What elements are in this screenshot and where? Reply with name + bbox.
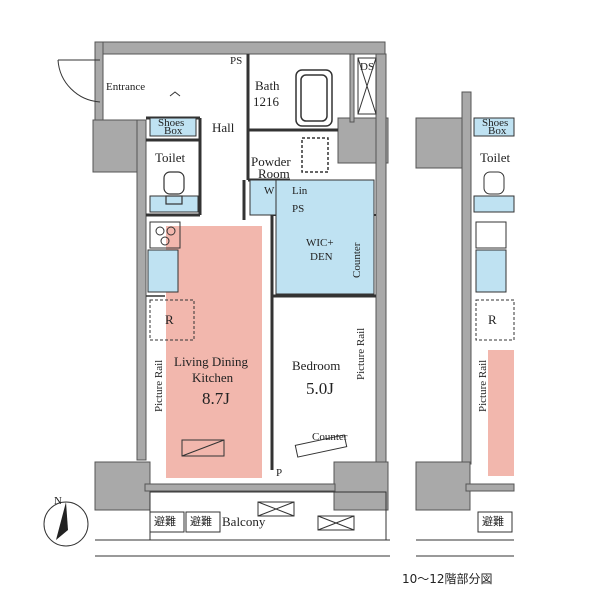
refrigerator xyxy=(149,299,195,341)
right-picture-rail-label: Picture Rail xyxy=(477,360,489,412)
r-bottom-column xyxy=(415,461,471,511)
fire-escape-label-1: 避難 xyxy=(154,514,176,528)
right-r-label: R xyxy=(488,312,497,327)
ps-mid-label: PS xyxy=(292,203,304,215)
r-left-wall xyxy=(461,91,472,465)
lin-label: Lin xyxy=(292,185,308,197)
balcony xyxy=(95,491,514,557)
right-fire-label: 避難 xyxy=(482,514,504,528)
bedroom-counter xyxy=(294,434,348,458)
bath-label: Bath xyxy=(255,78,280,93)
right-bottom-column xyxy=(333,461,389,511)
hall-label: Hall xyxy=(212,120,235,135)
bedroom-size-label: 5.0J xyxy=(306,379,334,398)
ds-label: DS xyxy=(360,61,374,73)
right-wall xyxy=(375,53,387,465)
north-label: N xyxy=(54,495,62,507)
bedroom-label: Bedroom xyxy=(292,358,340,373)
ds-shaft xyxy=(357,57,377,115)
stove xyxy=(149,221,181,249)
shoes-box-area xyxy=(149,117,197,137)
ps-top-label: PS xyxy=(230,55,242,67)
p-label: P xyxy=(276,467,282,479)
bath-unit xyxy=(295,69,333,173)
wet-areas xyxy=(147,117,375,295)
toilet-fixture xyxy=(163,171,185,205)
left-bottom-column xyxy=(94,461,151,511)
refrigerator-label: R xyxy=(165,312,174,327)
picture-rail-ldk-label: Picture Rail xyxy=(153,360,165,412)
picture-rail-bed-label: Picture Rail xyxy=(355,328,367,380)
ldk-size-label: 8.7J xyxy=(202,389,230,408)
entrance-label: Entrance xyxy=(106,81,145,93)
balcony-label: Balcony xyxy=(222,514,266,529)
left-wall xyxy=(136,119,147,461)
entrance-door xyxy=(57,59,181,103)
ldk-label-2: Kitchen xyxy=(192,370,234,385)
right-unit xyxy=(473,117,515,476)
ldk-bench xyxy=(181,439,225,457)
kitchen-sink-area xyxy=(147,249,179,293)
ldk-label-1: Living Dining xyxy=(174,354,249,369)
right-shoes-label: Shoes xyxy=(482,117,508,129)
right-box-label: Box xyxy=(488,125,507,137)
r-bottom-wall xyxy=(465,483,515,492)
fire-escape-label-2: 避難 xyxy=(190,514,212,528)
powder-room-label-2: Room xyxy=(258,166,290,181)
counter-side-label: Counter xyxy=(351,242,363,278)
ds-wall xyxy=(349,53,355,123)
bottom-wall xyxy=(144,483,336,492)
bath-size-label: 1216 xyxy=(253,94,280,109)
shoes-box-label-2: Box xyxy=(164,125,183,137)
wic-den-label-1: WIC+ xyxy=(306,237,334,249)
walls xyxy=(92,41,515,511)
powder-room-label-1: Powder xyxy=(251,154,291,169)
shoes-box-label: Shoes xyxy=(158,117,184,129)
top-wall xyxy=(94,41,386,55)
wic-den-label-2: DEN xyxy=(310,251,333,263)
w-label: W xyxy=(264,185,275,197)
ldk-floor xyxy=(166,226,262,478)
counter-bottom-label: Counter xyxy=(312,431,348,443)
left-column xyxy=(92,119,146,173)
right-toilet-label: Toilet xyxy=(480,150,511,165)
toilet-label: Toilet xyxy=(155,150,186,165)
left-wall-upper xyxy=(94,41,104,121)
wic-den xyxy=(275,179,375,295)
north-arrow xyxy=(43,501,89,547)
r-column xyxy=(415,117,467,169)
floor-caption: 10～12階部分図 xyxy=(402,572,493,586)
